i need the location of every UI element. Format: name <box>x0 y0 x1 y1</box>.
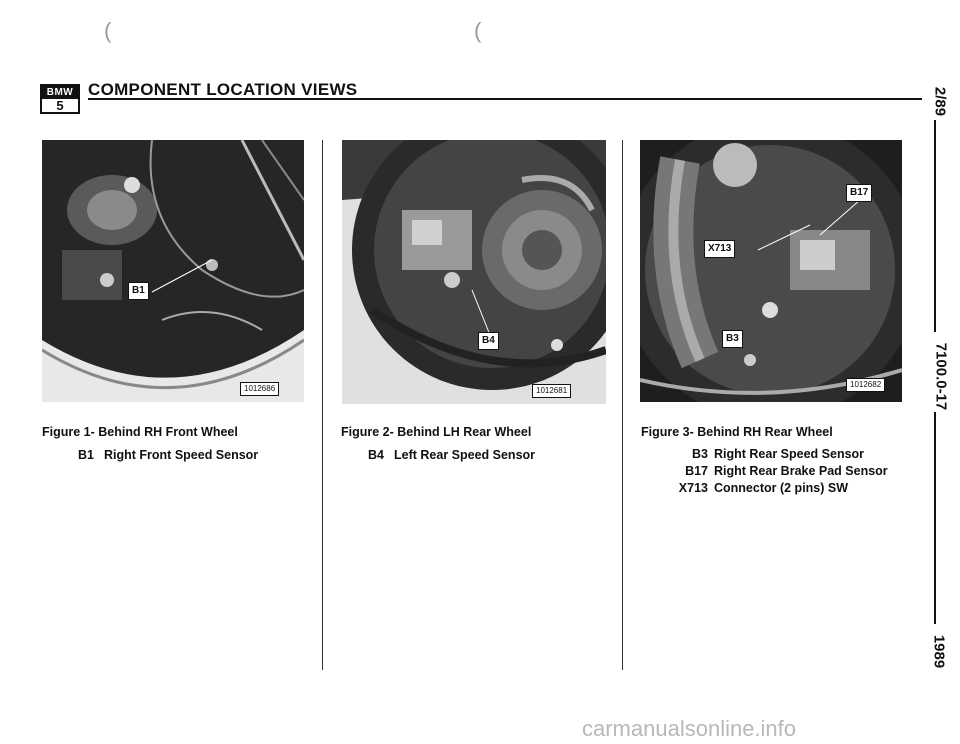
wheel-area-photo <box>640 140 902 402</box>
callout-x713: X713 <box>704 240 736 258</box>
figure-3-item-code: B17 <box>685 464 708 478</box>
figure-2-photo: B4 1012681 <box>342 140 606 404</box>
figure-1-photo: B1 1012686 <box>42 140 304 402</box>
figure-2-item-description: Left Rear Speed Sensor <box>394 448 536 462</box>
page-title: COMPONENT LOCATION VIEWS <box>88 80 358 99</box>
margin-rule <box>934 412 936 624</box>
callout-b17: B17 <box>846 184 873 202</box>
callout-b4: B4 <box>478 332 499 350</box>
margin-rule <box>934 120 936 332</box>
scan-mark: ( <box>104 18 112 43</box>
title-rule <box>88 98 922 100</box>
figure-ref-number: 1012686 <box>240 382 280 396</box>
figure-ref-number: 1012681 <box>532 384 572 398</box>
wheel-area-photo <box>42 140 304 402</box>
figure-3-item-description: Right Rear Speed Sensor <box>714 447 865 461</box>
logo-brand: BMW <box>42 86 78 99</box>
figure-1-item-code: B1 <box>78 448 94 462</box>
figure-ref-number: 1012682 <box>846 378 886 392</box>
figure-3-item-code: X713 <box>678 481 708 495</box>
figure-1-caption: Figure 1- Behind RH Front Wheel <box>42 425 238 439</box>
callout-b3: B3 <box>722 330 743 348</box>
wheel-area-photo <box>342 140 606 404</box>
watermark: carmanualsonline.info <box>582 716 797 741</box>
figure-3-photo: B17 X713 B3 1012682 <box>640 140 902 402</box>
figure-3-item-code: B3 <box>692 447 708 461</box>
bmw-5-series-logo: BMW 5 <box>40 84 80 114</box>
margin-section: 7100.0-17 <box>932 342 950 411</box>
callout-b1: B1 <box>128 282 149 300</box>
margin-date: 2/89 <box>931 86 949 117</box>
figure-3-caption: Figure 3- Behind RH Rear Wheel <box>641 425 833 439</box>
column-divider <box>622 140 623 670</box>
figure-3-item-description: Right Rear Brake Pad Sensor <box>714 464 888 478</box>
scan-mark: ( <box>474 18 482 43</box>
column-divider <box>322 140 323 670</box>
figure-3-item-description: Connector (2 pins) SW <box>714 481 849 495</box>
figure-1-item-description: Right Front Speed Sensor <box>104 448 259 462</box>
figure-2-item-code: B4 <box>368 448 384 462</box>
margin-year: 1989 <box>930 634 948 669</box>
figure-2-caption: Figure 2- Behind LH Rear Wheel <box>341 425 532 439</box>
logo-series: 5 <box>56 98 64 113</box>
